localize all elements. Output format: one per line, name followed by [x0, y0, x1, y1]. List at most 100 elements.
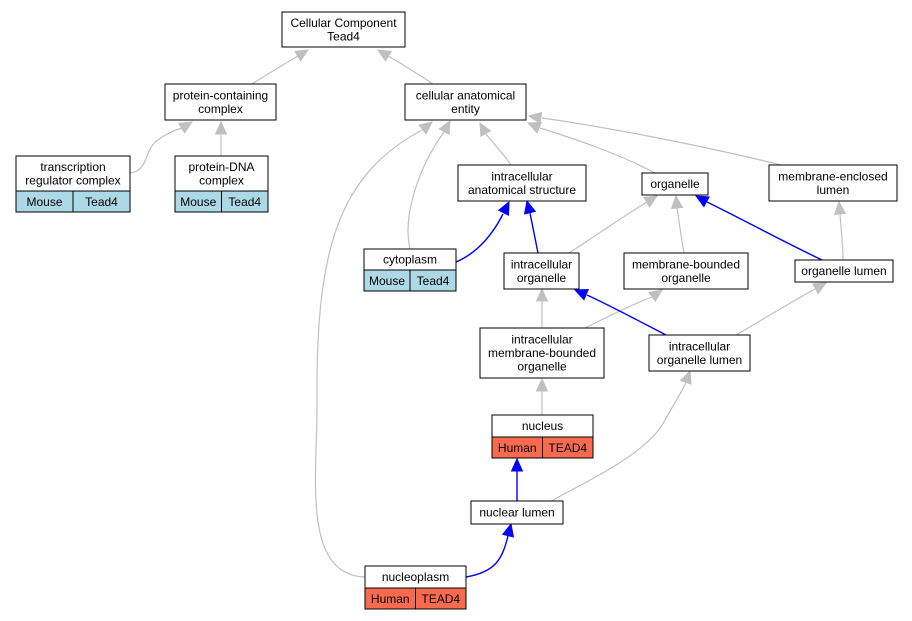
node-box	[404, 83, 527, 121]
edge-line	[485, 133, 512, 166]
edge-line	[129, 127, 183, 174]
edge-organelle-to-cellular-anatomical-entity	[526, 122, 656, 174]
node-organelle: organelle	[641, 172, 709, 196]
annotation-gene-cell	[409, 269, 457, 292]
edge-line	[839, 213, 844, 261]
node-label: cytoplasm	[383, 253, 437, 267]
edge-line	[586, 294, 667, 336]
annotation-gene: Tead4	[228, 195, 261, 209]
annotation-gene-cell	[542, 436, 594, 459]
annotation-gene: TEAD4	[421, 592, 460, 606]
edge-line	[529, 212, 539, 254]
edge-intracellular-anatomical-structure-to-cellular-anatomical-entity	[479, 121, 512, 166]
annotation-species: Human	[371, 592, 410, 606]
edge-line	[568, 201, 648, 254]
node-label: protein-DNA	[188, 160, 254, 174]
node-box	[648, 334, 751, 372]
edge-arrowhead	[535, 377, 549, 392]
node-box	[457, 164, 587, 202]
edge-line	[455, 213, 504, 263]
edge-membrane-bounded-organelle-to-organelle	[670, 194, 685, 254]
node-label: anatomical structure	[468, 183, 576, 197]
node-label: complex	[199, 173, 244, 187]
annotation-gene-cell	[72, 190, 131, 213]
node-label: membrane-enclosed	[778, 169, 887, 183]
node-box	[623, 252, 749, 290]
edge-transcription-regulator-complex-to-protein-containing-complex	[129, 121, 194, 174]
edge-arrowhead	[527, 111, 543, 125]
node-label: nuclear lumen	[479, 506, 554, 520]
node-organelle-lumen: organelle lumen	[794, 259, 894, 283]
node-box	[15, 155, 131, 192]
node-label: intracellular	[511, 257, 572, 271]
node-label: membrane-bounded	[488, 346, 596, 360]
node-label: organelle	[650, 177, 700, 191]
edge-line	[550, 381, 687, 502]
node-label: membrane-bounded	[632, 257, 740, 271]
edge-line	[735, 288, 816, 336]
edge-arrowhead	[294, 49, 310, 62]
edge-arrowhead	[497, 200, 510, 216]
edge-arrowhead	[643, 195, 659, 208]
node-label: entity	[451, 102, 480, 116]
edge-arrowhead	[694, 195, 710, 208]
node-label: organelle lumen	[657, 353, 742, 367]
edge-layer	[129, 49, 847, 578]
edge-cellular-anatomical-entity-to-root	[376, 49, 434, 85]
node-box	[470, 500, 564, 525]
edge-nucleoplasm-to-nuclear-lumen	[465, 522, 515, 578]
edge-intracellular-membrane-bounded-organelle-to-membrane-bounded-organelle	[584, 289, 663, 329]
node-box	[479, 327, 605, 379]
annotation-species: Mouse	[180, 195, 216, 209]
edge-intracellular-organelle-lumen-to-organelle-lumen	[735, 282, 828, 336]
edge-arrowhead	[535, 287, 549, 302]
edge-arrowhead	[670, 194, 684, 209]
annotation-gene-cell	[221, 190, 269, 213]
node-label: intracellular	[511, 333, 572, 347]
edge-arrowhead	[510, 457, 524, 472]
annotation-gene: TEAD4	[548, 441, 587, 455]
node-nuclear-lumen: nuclear lumen	[470, 500, 564, 525]
node-label: lumen	[817, 183, 850, 197]
edge-intracellular-organelle-to-intracellular-anatomical-structure	[523, 199, 539, 254]
node-label: nucleoplasm	[382, 570, 449, 584]
edge-line	[387, 55, 434, 85]
edge-line	[541, 117, 782, 166]
edge-organelle-lumen-to-membrane-enclosed-lumen	[833, 200, 847, 261]
node-box	[794, 259, 894, 283]
edge-line	[584, 296, 653, 329]
edge-arrowhead	[812, 282, 828, 295]
annotation-species: Human	[498, 441, 537, 455]
annotation-gene: Tead4	[417, 274, 450, 288]
node-label: Cellular Component	[290, 16, 397, 30]
edge-membrane-enclosed-lumen-to-cellular-anatomical-entity	[527, 111, 782, 166]
edge-intracellular-membrane-bounded-organelle-to-intracellular-organelle	[535, 287, 549, 328]
edge-cytoplasm-to-cellular-anatomical-entity	[407, 119, 451, 250]
edge-line	[539, 127, 656, 174]
edge-protein-containing-complex-to-root	[251, 49, 310, 85]
edge-arrowhead	[479, 121, 492, 137]
node-label: cellular anatomical	[416, 88, 515, 102]
node-box	[503, 252, 580, 290]
edge-line	[314, 129, 423, 578]
edge-intracellular-organelle-lumen-to-intracellular-organelle	[573, 289, 667, 336]
edge-arrowhead	[573, 289, 589, 301]
edge-nucleus-to-intracellular-membrane-bounded-organelle	[535, 377, 549, 415]
edge-arrowhead	[178, 121, 194, 134]
node-label: complex	[198, 102, 243, 116]
edge-organelle-lumen-to-organelle	[694, 195, 823, 261]
annotation-species: Mouse	[369, 274, 405, 288]
edge-cytoplasm-to-intracellular-anatomical-structure	[455, 200, 510, 263]
edge-nucleoplasm-to-cellular-anatomical-entity	[314, 121, 433, 578]
node-box	[164, 83, 277, 121]
edge-arrowhead	[438, 119, 451, 135]
